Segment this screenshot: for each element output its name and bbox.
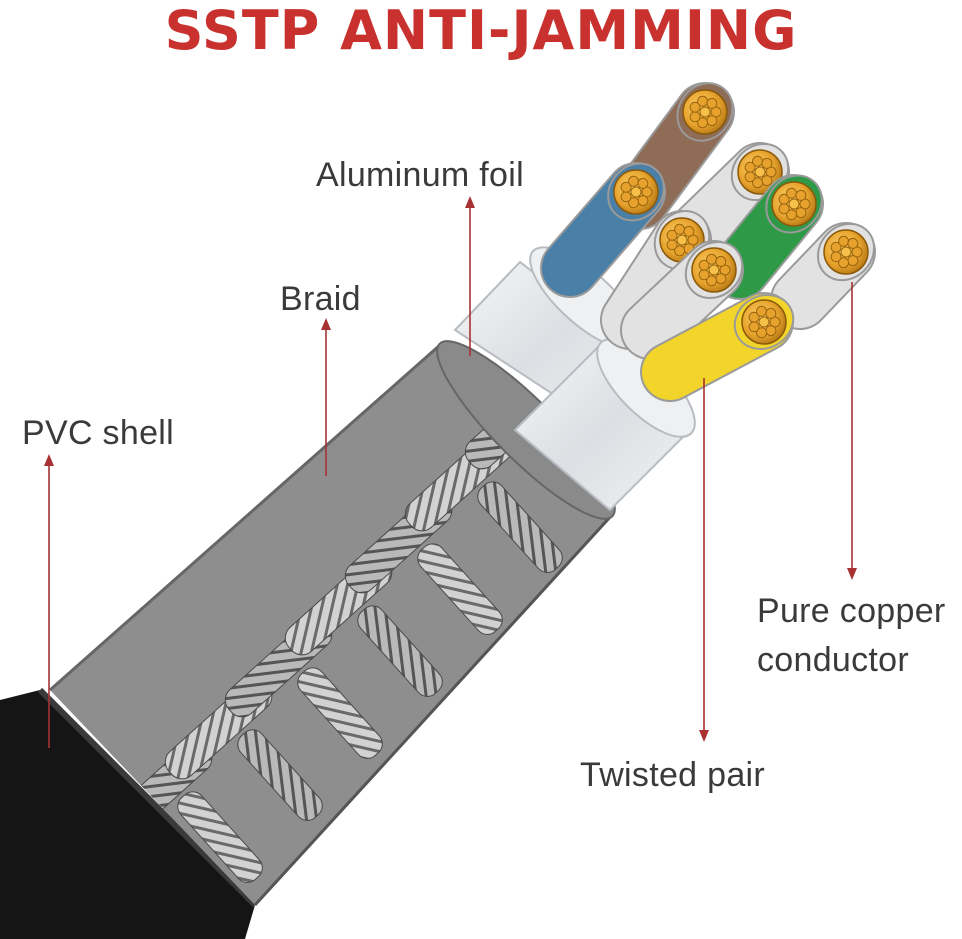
wire-yellow xyxy=(640,292,795,402)
twisted-pair-wires xyxy=(540,82,876,402)
page-title: SSTP ANTI-JAMMING xyxy=(164,0,798,62)
leader-pure-copper xyxy=(847,282,857,580)
wire-white-right xyxy=(770,222,876,330)
label-pvc-shell: PVC shell xyxy=(22,414,174,452)
copper-conductor xyxy=(741,299,787,345)
wire-white-front xyxy=(620,240,744,360)
copper-conductor xyxy=(613,169,659,215)
leader-twisted-pair xyxy=(699,378,709,742)
copper-conductor xyxy=(682,89,728,135)
leader-pvc-shell xyxy=(44,454,54,748)
pvc-shell xyxy=(0,687,258,939)
label-twisted-pair: Twisted pair xyxy=(580,756,766,794)
label-aluminum-foil: Aluminum foil xyxy=(316,156,524,194)
leader-aluminum-foil xyxy=(465,196,475,356)
copper-conductor xyxy=(737,149,783,195)
label-pure-copper-line2: conductor xyxy=(757,641,910,679)
braid xyxy=(49,340,616,907)
wire-blue xyxy=(540,162,666,298)
leader-braid xyxy=(321,318,331,476)
copper-conductor xyxy=(691,247,737,293)
wire-green xyxy=(710,174,824,300)
copper-conductor xyxy=(771,181,817,227)
label-pure-copper-line1: Pure copper xyxy=(757,592,946,630)
leader-lines xyxy=(44,196,857,748)
copper-conductor xyxy=(823,229,869,275)
label-braid: Braid xyxy=(280,280,361,318)
